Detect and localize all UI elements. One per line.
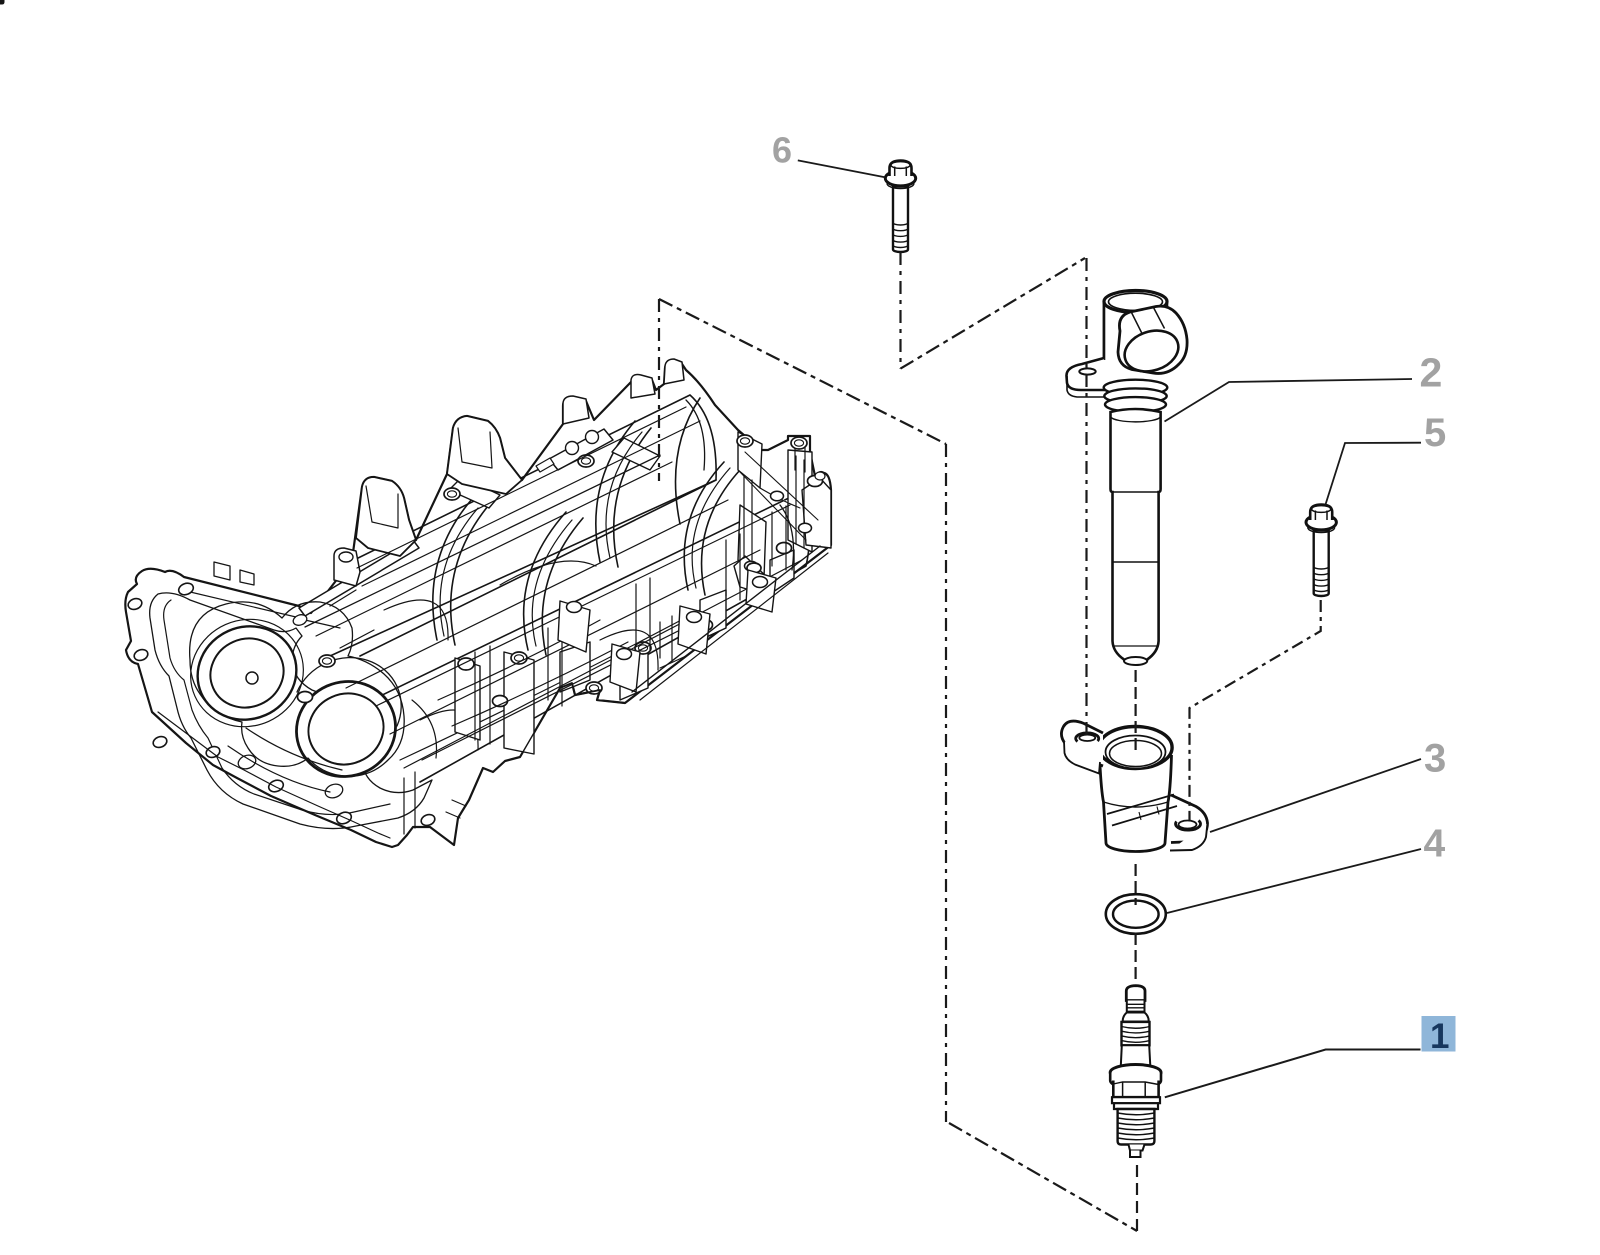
svg-text:4: 4	[1424, 823, 1446, 866]
svg-text:2: 2	[1420, 350, 1443, 396]
svg-text:5: 5	[1424, 411, 1446, 455]
svg-text:1: 1	[1430, 1017, 1449, 1056]
svg-text:3: 3	[1424, 737, 1446, 781]
svg-text:6: 6	[772, 130, 792, 171]
